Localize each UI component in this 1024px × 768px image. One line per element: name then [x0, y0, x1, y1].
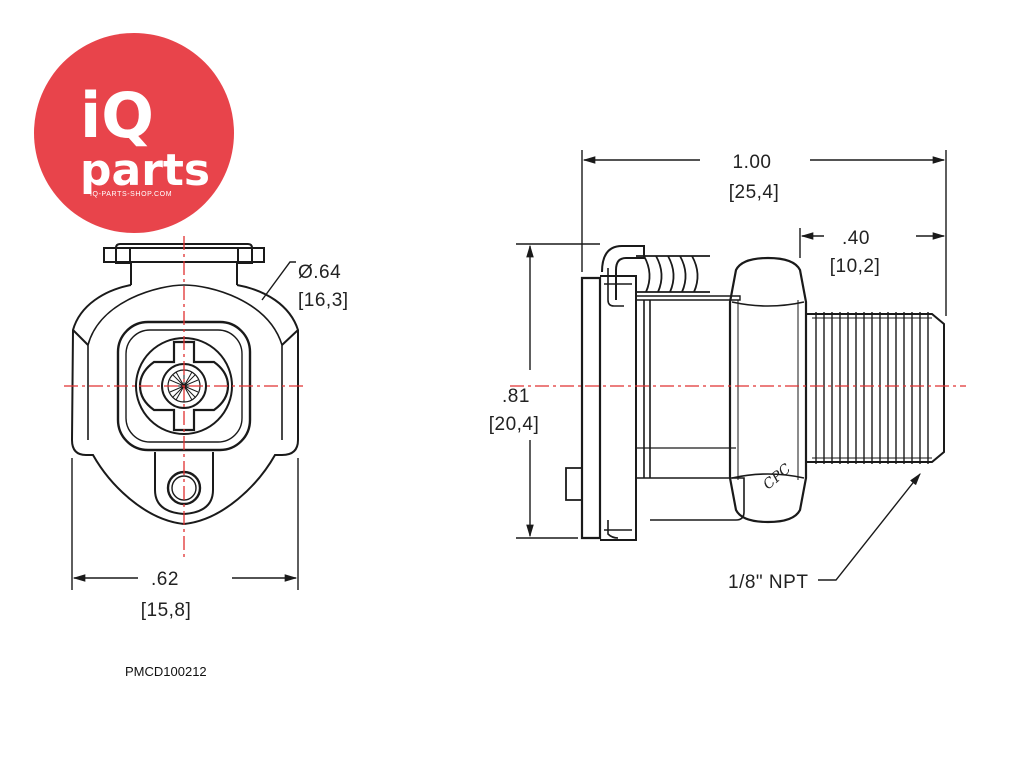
front-view	[70, 243, 299, 526]
thread-lines	[812, 312, 932, 464]
front-width-mm: [15,8]	[141, 600, 192, 621]
side-height-label: .81	[502, 386, 530, 407]
side-length-mm: [25,4]	[729, 182, 780, 203]
front-diameter-mm: [16,3]	[298, 290, 349, 311]
side-length-label: 1.00	[733, 152, 772, 173]
logo-brand-sub: parts	[80, 145, 210, 196]
front-centerlines	[64, 236, 306, 560]
side-dimension-lines	[516, 150, 947, 539]
logo-brand-main: iQ	[80, 79, 154, 152]
thread-length-label: .40	[842, 228, 870, 249]
part-number: PMCD100212	[125, 664, 207, 679]
thread-spec-label: 1/8" NPT	[728, 572, 808, 593]
brand-logo: iQ parts IQ-PARTS-SHOP.COM	[34, 33, 234, 233]
spring	[636, 255, 710, 293]
logo-website: IQ-PARTS-SHOP.COM	[90, 191, 172, 198]
cpc-stamp: CPC	[760, 461, 794, 493]
side-height-mm: [20,4]	[489, 414, 540, 435]
thread-length-mm: [10,2]	[830, 256, 881, 277]
front-diameter-label: Ø.64	[298, 262, 341, 283]
front-dimension-lines	[71, 458, 299, 590]
side-view	[565, 245, 945, 581]
front-width-label: .62	[151, 569, 179, 590]
